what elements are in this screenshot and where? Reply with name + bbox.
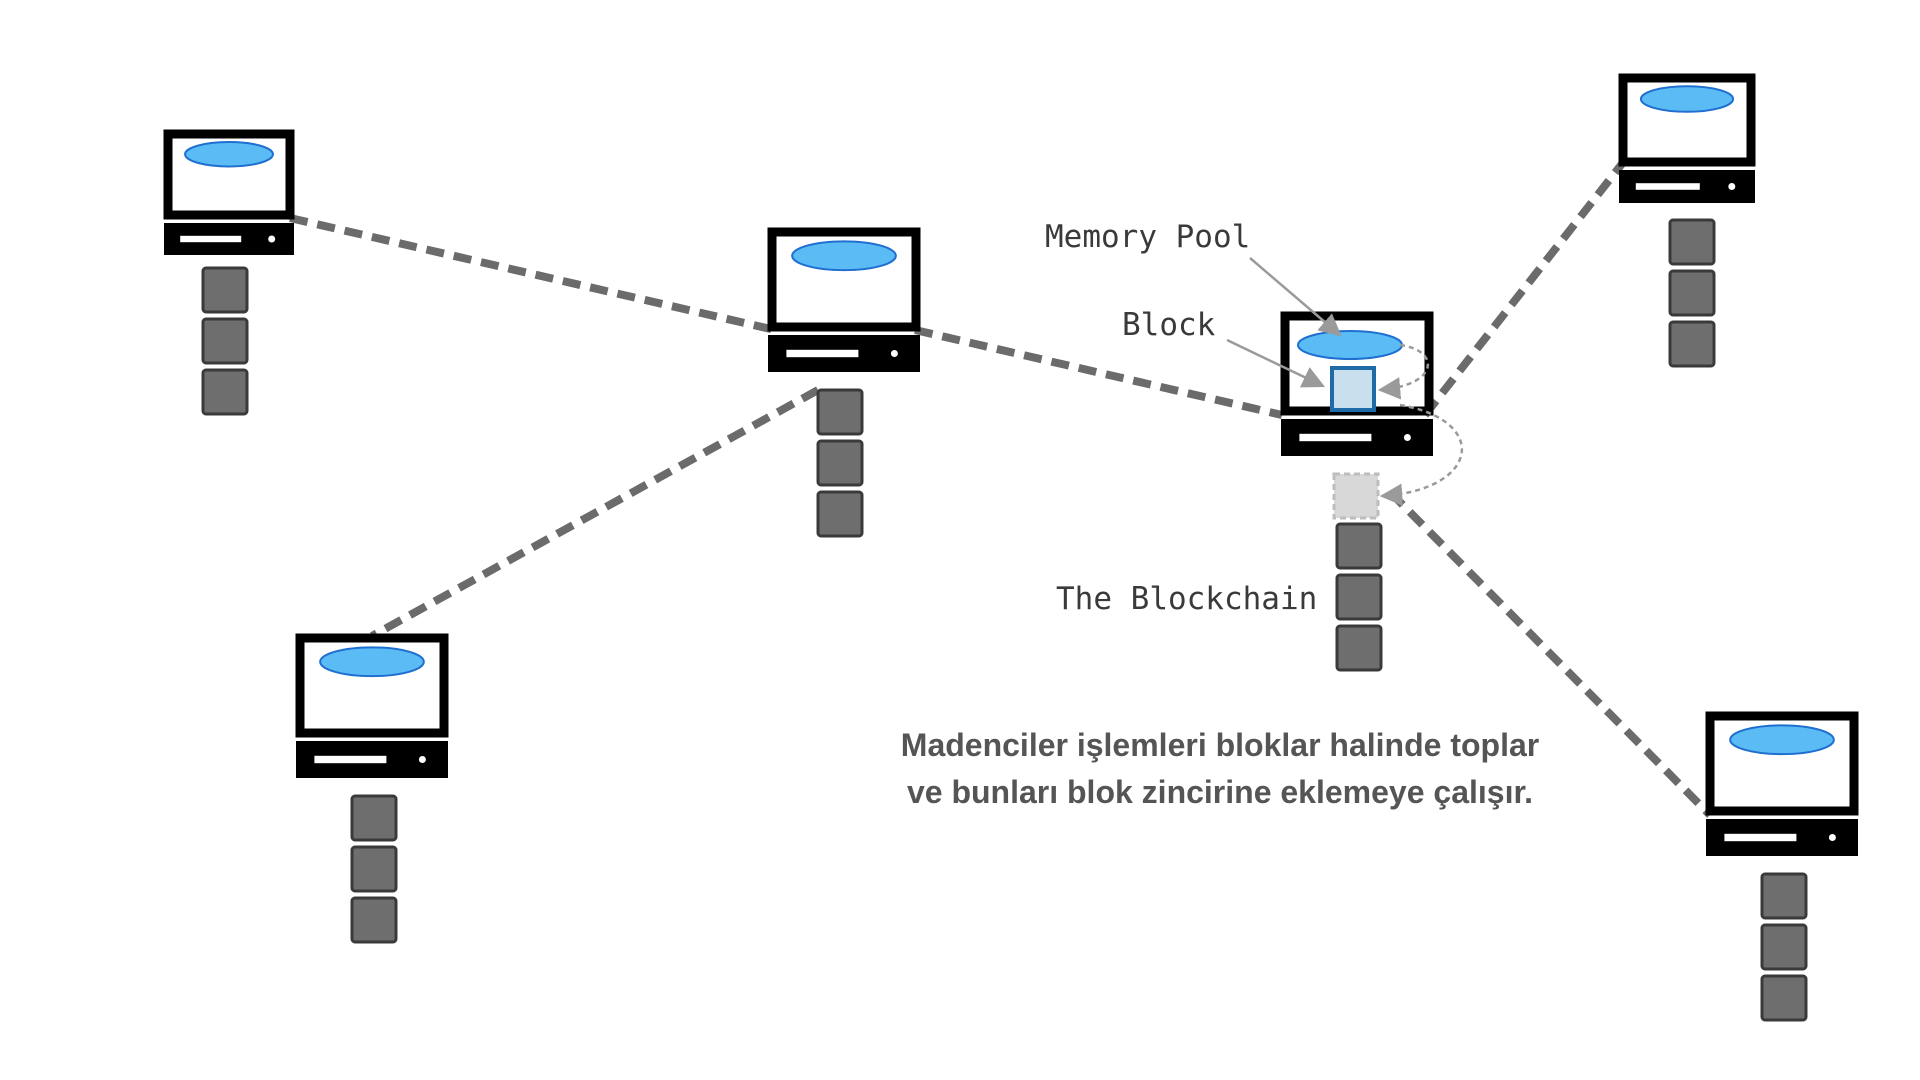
memory-pool-label: Memory Pool [1045,219,1250,255]
caption: Madenciler işlemleri bloklar halinde top… [860,722,1580,816]
chain-block-icon [1760,923,1808,971]
chain-block-icon [201,317,249,365]
drive-slot-icon [1635,183,1700,190]
chain-block-icon [816,439,864,487]
link-miner-to-top-right [1421,157,1629,418]
node-top-left [163,129,295,416]
link-top-left-to-center [289,214,776,334]
new-block-icon [1330,366,1376,412]
chain-block-icon [201,266,249,314]
memory-pool-icon [1729,724,1835,756]
pool-to-block-arrow [1377,343,1429,400]
power-light-icon [1828,834,1836,841]
memory-pool-icon [791,240,897,272]
block-to-chain-arrow [1379,403,1464,506]
node-center [767,227,921,538]
drive-slot-icon [1299,433,1372,442]
drive-slot-icon [180,235,242,243]
power-light-icon [1403,434,1411,441]
power-light-icon [890,350,898,357]
node-bottom-right [1705,711,1859,1022]
chain-block-icon [1760,872,1808,920]
chain-block-icon [201,368,249,416]
link-miner-to-bottom-right [1387,489,1713,818]
memory-pool-icon [1297,330,1403,360]
chain-block-icon [350,794,398,842]
chain-block-icon [1335,522,1383,570]
power-light-icon [268,235,276,243]
chain-block-icon [1668,218,1716,266]
node-top-right [1618,73,1756,368]
chain-block-icon [816,388,864,436]
node-bottom-left [295,633,449,944]
caption-line-2: ve bunları blok zincirine eklemeye çalış… [906,774,1534,810]
chain-block-icon [1760,974,1808,1022]
chain-block-icon [816,490,864,538]
drive-slot-icon [786,349,859,358]
chain-block-icon [350,896,398,944]
power-light-icon [418,756,426,763]
memory-pool-icon [184,141,274,168]
chain-block-icon [1668,269,1716,317]
drive-slot-icon [314,755,387,764]
chain-block-icon [1335,573,1383,621]
memory-pool-icon [1639,85,1735,113]
mining-process [1297,330,1464,520]
memory-pool-pointer [1249,257,1342,337]
network-links [289,157,1713,818]
blockchain-label: The Blockchain [1056,581,1317,617]
memory-pool-icon [319,646,425,678]
drive-slot-icon [1724,833,1797,842]
power-light-icon [1728,183,1736,190]
chain-block-icon [1335,624,1383,672]
caption-line-1: Madenciler işlemleri bloklar halinde top… [900,727,1540,763]
chain-block-icon [350,845,398,893]
block-pointer [1226,338,1326,388]
pending-block-icon [1332,472,1380,520]
link-center-to-miner [914,326,1283,419]
block-label: Block [1122,307,1216,343]
callouts: Memory Pool Block The Blockchain [1045,219,1342,617]
chain-block-icon [1668,320,1716,368]
link-center-to-bottom-left [370,386,820,640]
